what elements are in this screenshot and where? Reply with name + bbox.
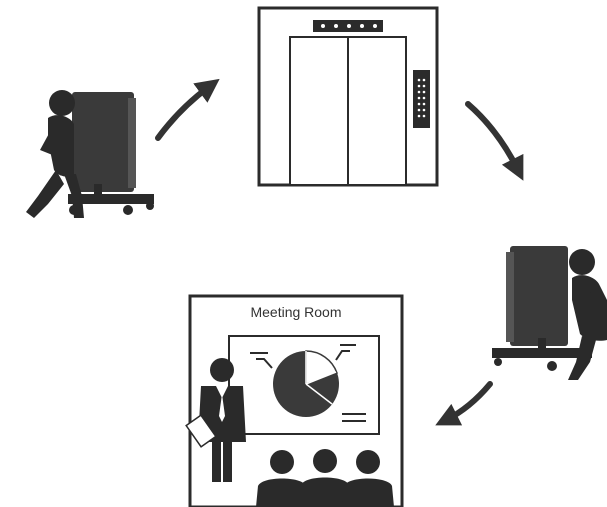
whiteboard (229, 336, 379, 434)
person-figure (568, 249, 607, 380)
meeting-room-title: Meeting Room (250, 304, 341, 320)
elevator-icon (259, 8, 437, 185)
person-pushing-cart-right (492, 246, 607, 380)
display-panel (506, 246, 568, 346)
elevator-door-right (348, 37, 406, 185)
pie-chart-icon (273, 351, 339, 417)
person-pushing-cart-left (26, 90, 154, 218)
elevator-button-panel (413, 70, 430, 128)
elevator-door-left (290, 37, 348, 185)
curved-arrow-icon (446, 384, 490, 420)
curved-arrow-icon (158, 86, 210, 138)
meeting-room-presentation-icon: Meeting Room (186, 296, 402, 507)
curved-arrow-icon (468, 104, 518, 170)
display-panel (72, 92, 136, 192)
